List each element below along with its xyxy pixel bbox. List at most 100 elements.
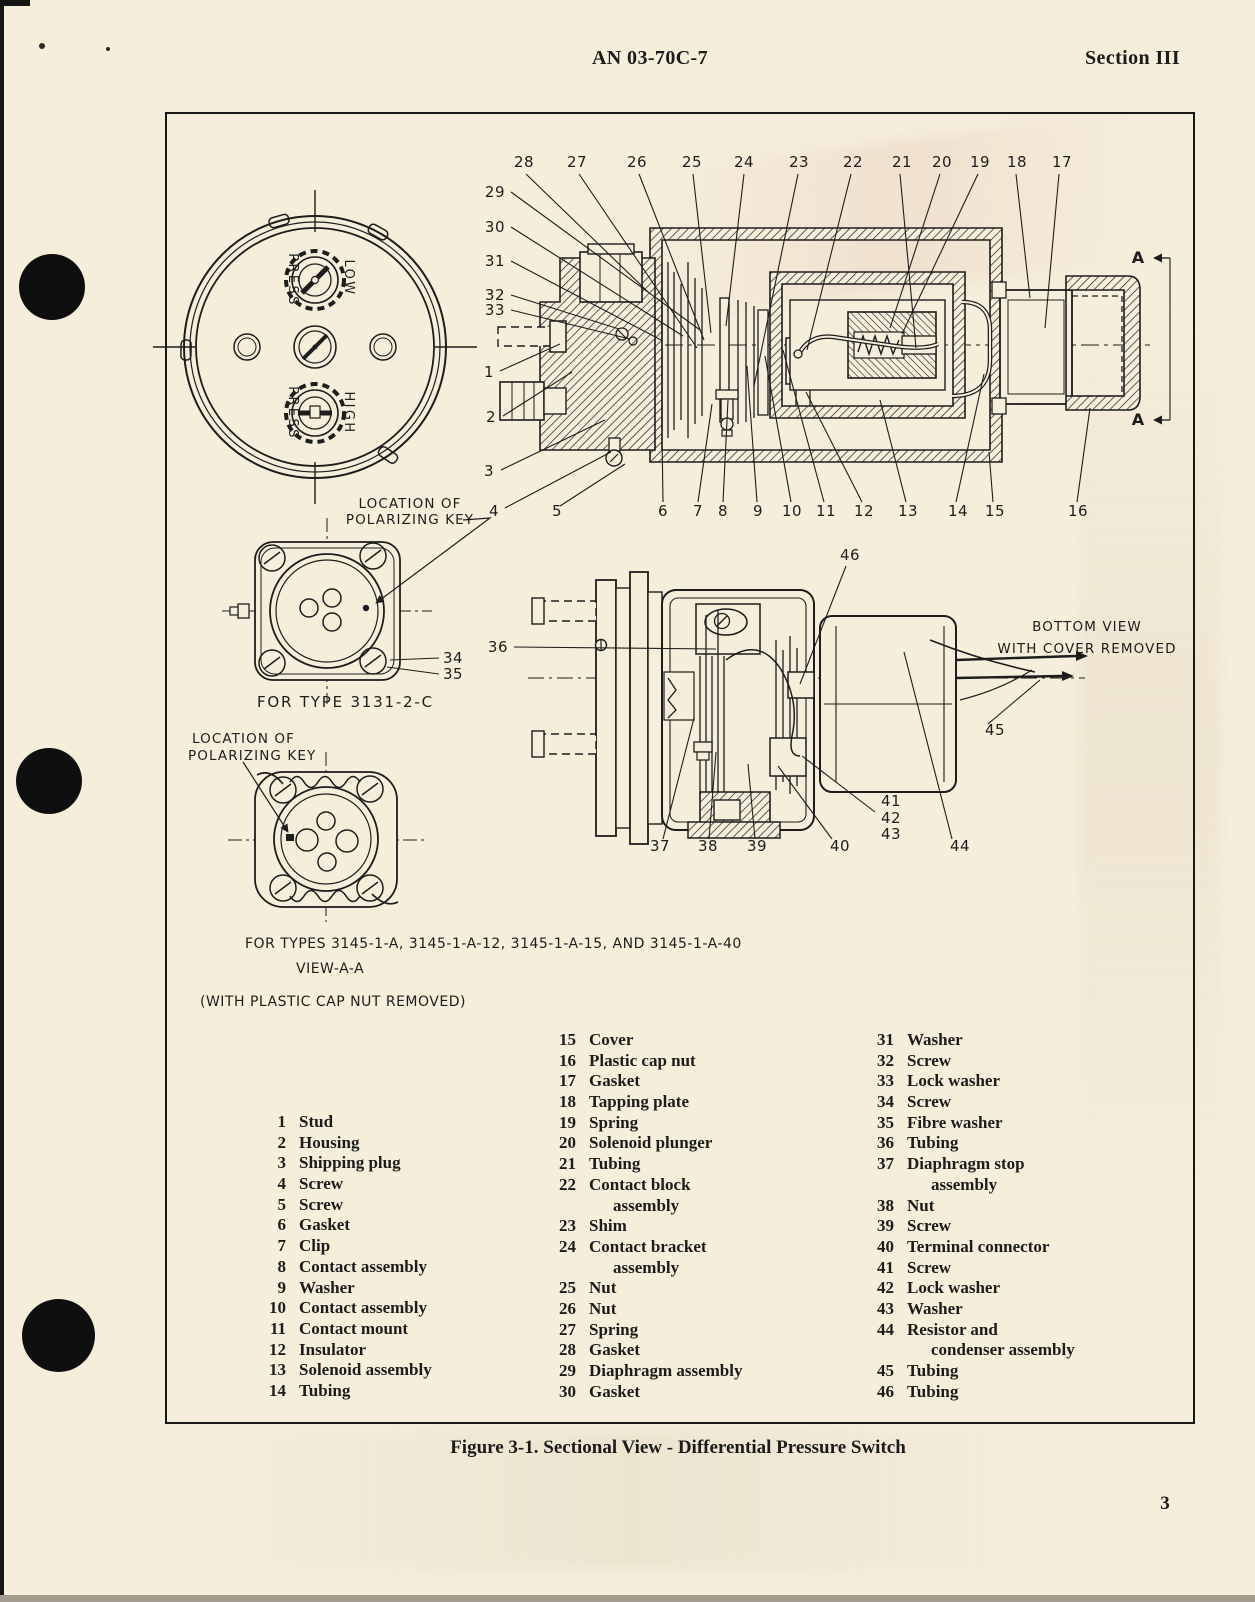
section-marker-a-top: A — [1132, 248, 1145, 267]
leader-line — [903, 651, 953, 840]
polarizing-key-label-3145: POLARIZING KEY — [188, 748, 316, 764]
callout-number: 24 — [734, 153, 754, 171]
callout-number: 32 — [485, 286, 505, 304]
figure-caption: Figure 3-1. Sectional View - Differentia… — [450, 1437, 906, 1458]
callout-number: 31 — [485, 252, 505, 270]
leader-line — [1015, 173, 1031, 299]
callout-number: 37 — [650, 837, 670, 855]
scan-edge — [0, 0, 30, 6]
callout-number: 35 — [443, 665, 463, 683]
callout-number: 33 — [485, 301, 505, 319]
type-3131-caption: FOR TYPE 3131-2-C — [257, 693, 434, 711]
doc-number: AN 03-70C-7 — [591, 47, 709, 69]
ink-speck — [39, 43, 45, 49]
callout-number: 38 — [698, 837, 718, 855]
leader-line — [638, 173, 705, 341]
front-view-diagram — [153, 190, 477, 504]
callout-number: 19 — [970, 153, 990, 171]
leader-line — [500, 419, 606, 471]
leader-line — [510, 309, 631, 340]
leader-line — [525, 173, 649, 293]
leader-line — [513, 646, 717, 650]
callout-number: 29 — [485, 183, 505, 201]
polarizing-key-label-3131: LOCATION OF — [358, 496, 461, 512]
callout-number: 44 — [950, 837, 970, 855]
bottom-view-label: BOTTOM VIEW — [1032, 619, 1142, 635]
callout-number: 20 — [932, 153, 952, 171]
leader-line — [782, 349, 825, 503]
leader-line — [510, 260, 662, 341]
leader-line — [578, 173, 698, 349]
leader-line — [879, 399, 907, 503]
callout-number: 45 — [985, 721, 1005, 739]
leader-line — [747, 763, 756, 840]
callout-number: 1 — [484, 363, 494, 381]
callout-number: 27 — [567, 153, 587, 171]
callout-number: 9 — [753, 502, 763, 520]
low-label: LOW — [341, 259, 356, 296]
callout-number: 2 — [486, 408, 496, 426]
callout-number: 39 — [747, 837, 767, 855]
high-press-label: PRESS — [285, 386, 300, 440]
callout-number: 10 — [782, 502, 802, 520]
low-pressure-port — [284, 249, 346, 311]
callout-number: 15 — [985, 502, 1005, 520]
leader-line — [697, 403, 713, 503]
leader-line — [805, 391, 863, 503]
parts-list-item: assembly — [613, 1257, 680, 1277]
callout-number: 5 — [552, 502, 562, 520]
type-3145-caption: FOR TYPES 3145-1-A, 3145-1-A-12, 3145-1-… — [245, 936, 742, 952]
leader-line — [386, 666, 440, 675]
leader-line — [764, 355, 792, 503]
punch-hole — [16, 748, 82, 814]
leader-line — [510, 191, 701, 331]
callout-number: 8 — [718, 502, 728, 520]
polarizing-key-label-3131: POLARIZING KEY — [346, 512, 474, 528]
callout-number: 42 — [881, 809, 901, 827]
leader-line — [510, 294, 620, 330]
high-label: HIGH — [341, 391, 356, 434]
leader-line — [746, 365, 758, 503]
scan-edge — [0, 0, 4, 1602]
leader-line — [1044, 173, 1060, 329]
callout-number: 30 — [485, 218, 505, 236]
leader-line — [806, 173, 852, 351]
